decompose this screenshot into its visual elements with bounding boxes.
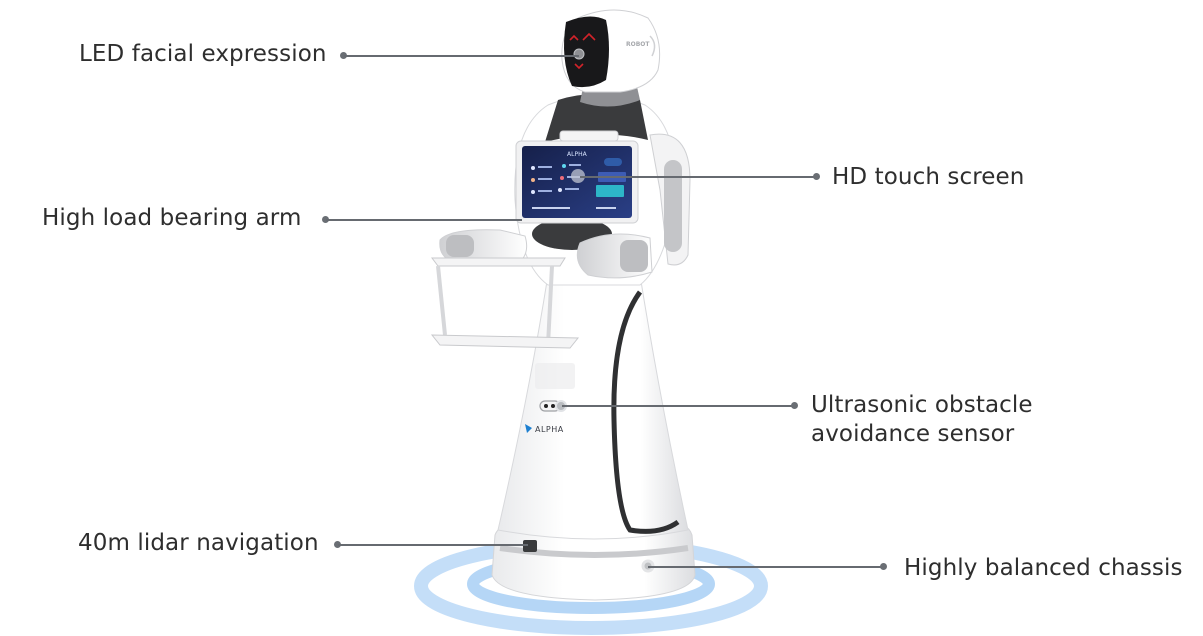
callout-hd-touch-screen: HD touch screen <box>832 164 1025 190</box>
body-logo: ALPHA <box>535 425 564 434</box>
screen-title: ALPHA <box>567 151 588 158</box>
leader-line <box>580 176 816 178</box>
leader-line <box>326 219 522 221</box>
callout-balanced-chassis: Highly balanced chassis <box>904 555 1183 581</box>
head-badge: ROBOT <box>626 41 650 48</box>
callout-high-load-bearing-arm: High load bearing arm <box>42 205 302 231</box>
callout-ultrasonic-line-1: Ultrasonic obstacle <box>811 392 1033 418</box>
callout-ultrasonic-line-2: avoidance sensor <box>811 421 1015 447</box>
leader-line <box>562 405 792 407</box>
callout-dot <box>813 173 820 180</box>
touch-screen: ALPHA <box>515 140 639 224</box>
leader-line <box>338 544 528 546</box>
callout-dot <box>334 541 341 548</box>
leader-line <box>344 55 579 57</box>
callout-dot <box>340 52 347 59</box>
callout-ultrasonic-sensor: Ultrasonic obstacle avoidance sensor <box>811 391 1071 449</box>
callout-dot <box>880 563 887 570</box>
callout-lidar-navigation: 40m lidar navigation <box>78 530 319 556</box>
callout-dot <box>322 216 329 223</box>
callout-led-facial-expression: LED facial expression <box>79 41 327 67</box>
head: ROBOT <box>561 9 661 107</box>
left-arm-with-tray <box>430 229 580 349</box>
lower-body: ALPHA <box>497 274 689 540</box>
leader-line <box>648 566 882 568</box>
callout-dot <box>791 402 798 409</box>
right-arm <box>576 133 691 279</box>
